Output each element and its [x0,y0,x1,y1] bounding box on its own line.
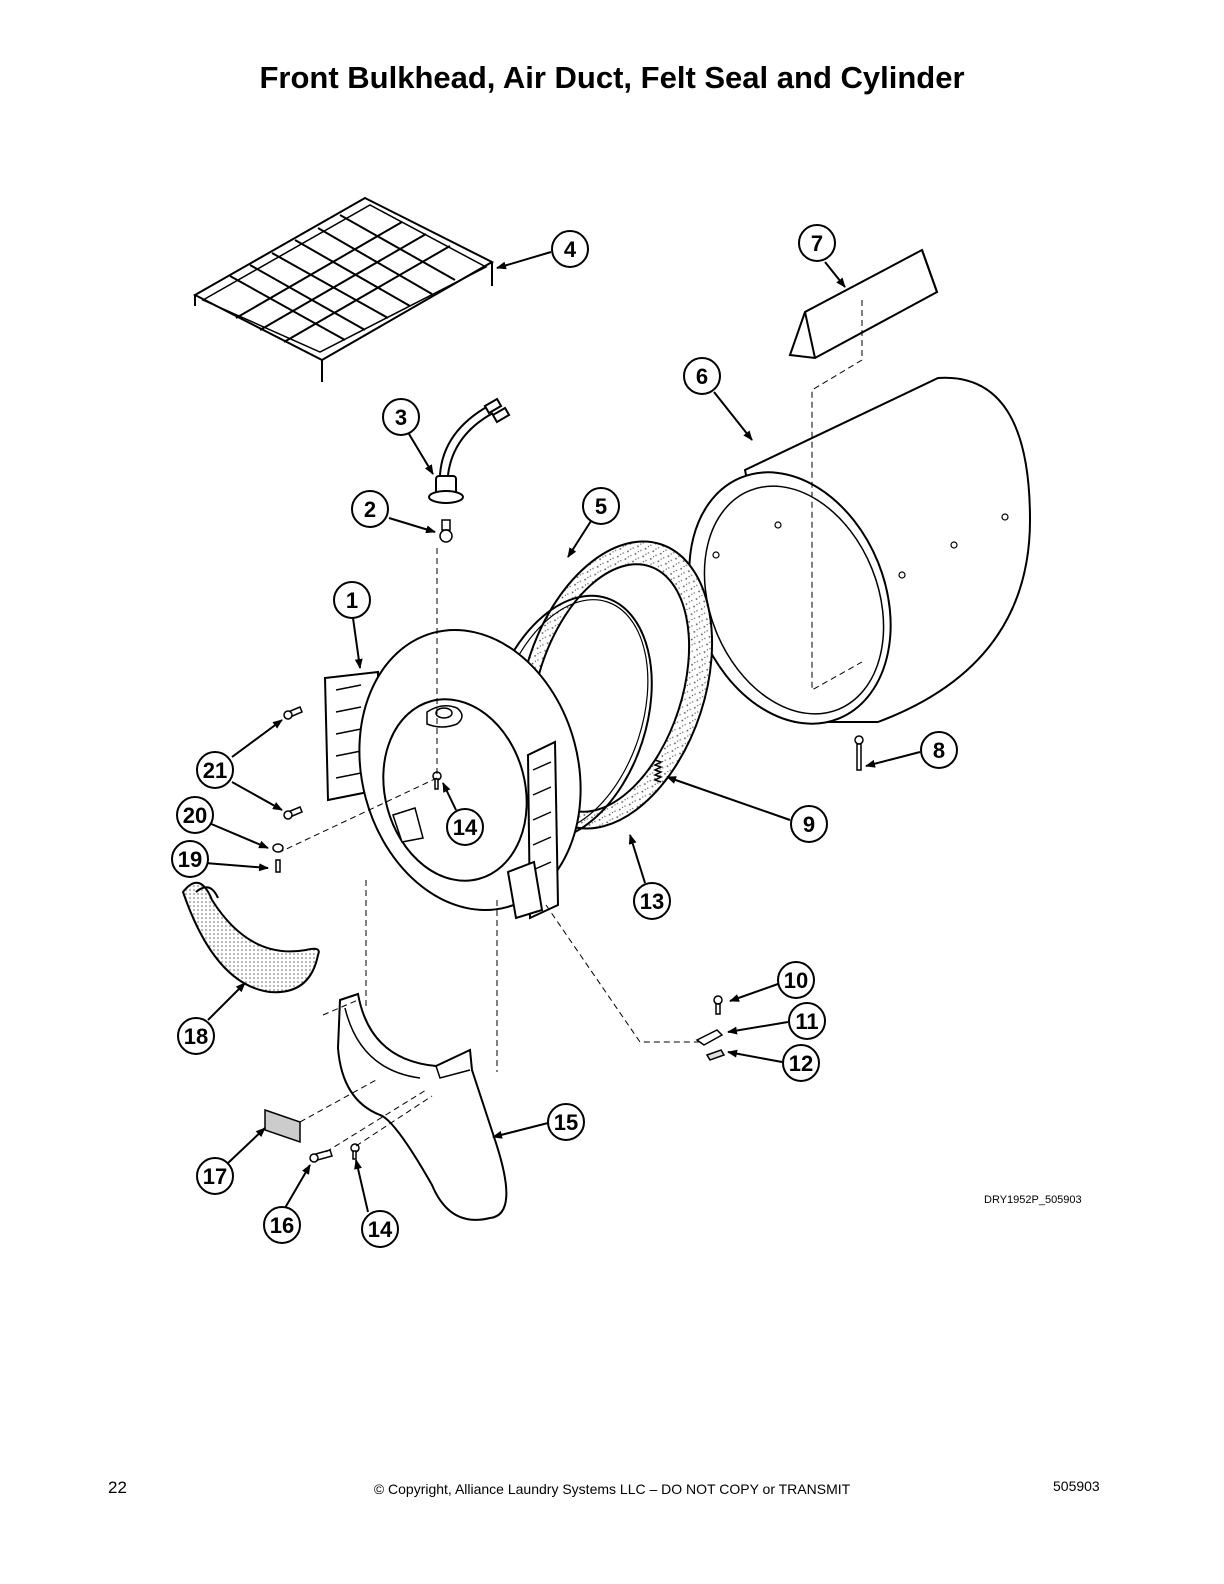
callout-19: 19 [171,840,209,878]
svg-text:20: 20 [183,803,207,828]
callout-9: 9 [790,805,828,843]
svg-text:19: 19 [178,847,202,872]
document-number: 505903 [1053,1478,1100,1494]
svg-text:16: 16 [270,1213,294,1238]
svg-text:8: 8 [933,738,945,763]
callout-4: 4 [551,230,589,268]
svg-text:18: 18 [184,1024,208,1049]
svg-text:6: 6 [696,364,708,389]
hardware-screws [272,706,864,1163]
svg-text:21: 21 [203,758,227,783]
svg-text:2: 2 [364,497,376,522]
alignment-lines [279,300,863,1153]
callout-14-duct: 14 [361,1210,399,1248]
part-front-bulkhead [323,629,582,920]
callout-7: 7 [798,224,836,262]
callout-13: 13 [633,882,671,920]
part-lint-screen [181,881,320,994]
part-lint-duct [336,992,508,1221]
callout-12: 12 [782,1044,820,1082]
callout-11: 11 [788,1002,826,1040]
page-number: 22 [108,1478,127,1497]
callout-6: 6 [683,357,721,395]
svg-text:3: 3 [395,405,407,430]
callout-2: 2 [351,490,389,528]
svg-text:12: 12 [789,1051,813,1076]
callout-8: 8 [920,731,958,769]
callout-14-bulkhead: 14 [446,808,484,846]
page-title: Front Bulkhead, Air Duct, Felt Seal and … [259,60,965,95]
svg-text:1: 1 [346,588,358,613]
callout-20: 20 [176,796,214,834]
callout-17: 17 [196,1157,234,1195]
svg-text:4: 4 [564,237,577,262]
part-bulb [439,519,453,543]
part-label [264,1108,301,1144]
part-wire-rack [192,196,495,382]
copyright-notice: © Copyright, Alliance Laundry Systems LL… [373,1481,851,1497]
svg-text:9: 9 [803,812,815,837]
callout-18: 18 [177,1017,215,1055]
part-thermistor [428,397,511,504]
callout-1: 1 [333,581,371,619]
callout-5: 5 [582,487,620,525]
leader-arrows [204,251,921,1213]
callout-15: 15 [547,1103,585,1141]
svg-text:5: 5 [595,494,607,519]
svg-text:14: 14 [368,1217,393,1242]
callout-21: 21 [196,751,234,789]
part-cylinder [688,376,1032,725]
svg-text:11: 11 [795,1009,818,1034]
figure-code: DRY1952P_505903 [984,1194,1082,1206]
callout-10: 10 [777,961,815,999]
svg-text:14: 14 [453,815,478,840]
callout-16: 16 [263,1206,301,1244]
svg-text:15: 15 [554,1110,578,1135]
svg-text:13: 13 [640,889,664,914]
svg-text:17: 17 [203,1164,227,1189]
svg-text:7: 7 [811,231,823,256]
part-spring [653,759,663,783]
callout-3: 3 [382,398,420,436]
part-baffle [788,248,939,360]
svg-text:10: 10 [784,968,808,993]
